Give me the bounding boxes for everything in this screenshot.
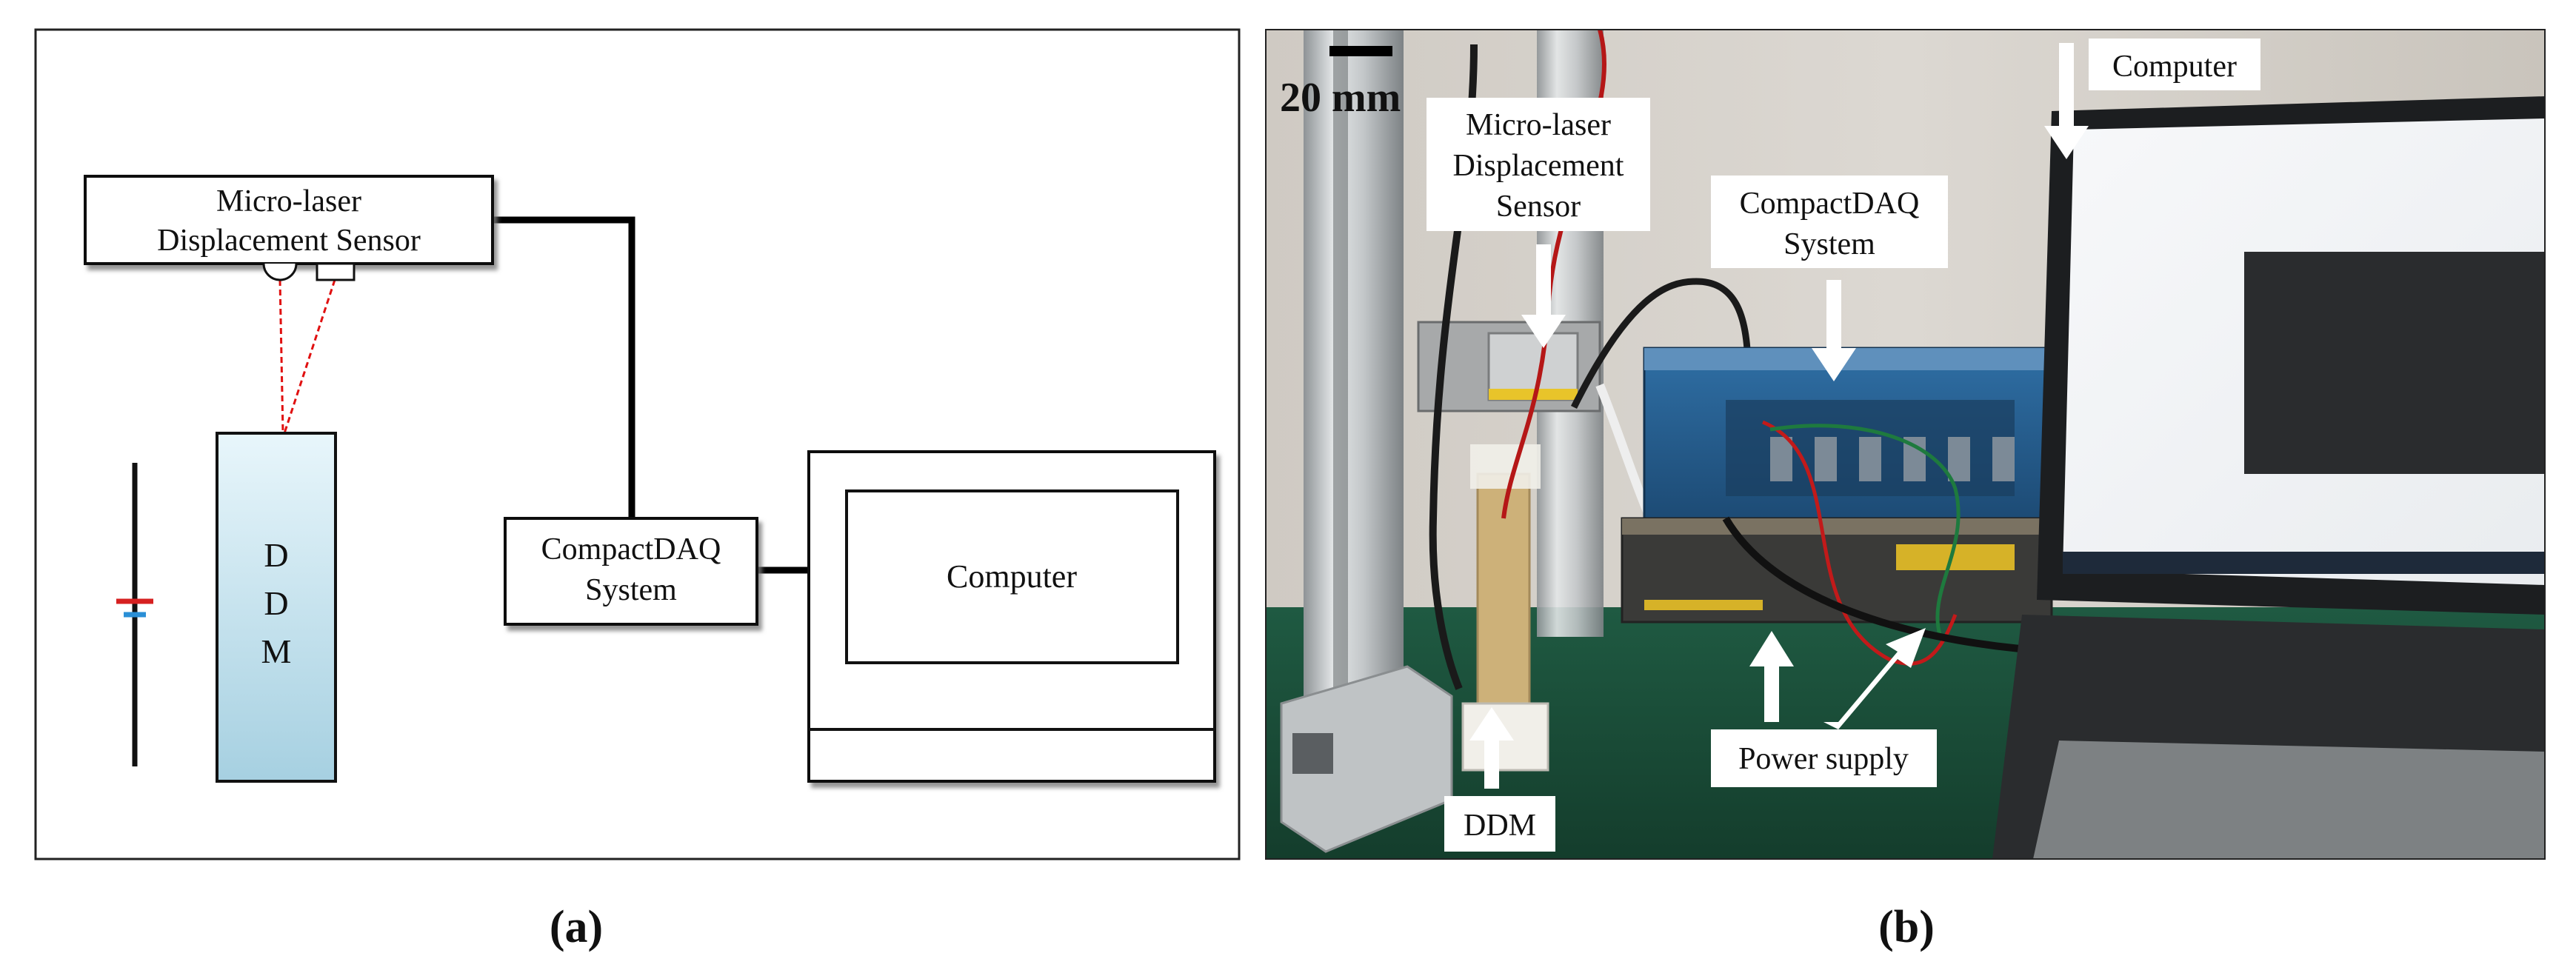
daq-label-line-2: System	[585, 573, 677, 607]
arrow-sensor	[1521, 244, 1566, 348]
photo-power-label: Power supply	[1738, 742, 1909, 776]
laser-beam-reflected	[283, 279, 336, 434]
label-micro-laser-sensor: Micro-laser Displacement Sensor	[1427, 98, 1650, 231]
laser-emitter	[262, 263, 298, 281]
arrow-ddm	[1469, 707, 1514, 789]
compactdaq-box: CompactDAQ System	[504, 517, 758, 626]
label-ddm-photo: DDM	[1444, 796, 1555, 852]
label-power-supply: Power supply	[1711, 729, 1937, 787]
scale-bar-label: 20 mm	[1280, 75, 1401, 121]
arrow-power-supply-left	[1749, 631, 1794, 722]
ddm-block: D D M	[216, 432, 337, 783]
cable-green	[1769, 424, 1961, 638]
micro-laser-sensor-box: Micro-laser Displacement Sensor	[84, 175, 494, 281]
cable-red-2	[1762, 420, 1958, 666]
arrow-daq	[1812, 280, 1856, 381]
sensor-label-line-2: Displacement Sensor	[157, 224, 421, 258]
ddm-letter-1: D	[264, 536, 288, 574]
photo-computer-label: Computer	[2112, 50, 2237, 84]
photo-sensor-label-line-3: Sensor	[1496, 190, 1581, 224]
photo-sensor-label-line-1: Micro-laser	[1466, 108, 1611, 142]
panel-b-frame	[1265, 29, 2546, 860]
scale-bar: 20 mm	[1280, 46, 1401, 121]
panel-a: Micro-laser Displacement Sensor D D M Co…	[34, 28, 1241, 860]
ddm-letter-3: M	[261, 632, 292, 670]
laser-beam	[278, 279, 284, 434]
caption-b: (b)	[1878, 902, 1935, 952]
computer-label: Computer	[947, 558, 1077, 595]
photo-daq-label-line-1: CompactDAQ	[1740, 187, 1920, 221]
ddm-letter-2: D	[264, 584, 288, 622]
caption-a: (a)	[550, 902, 603, 952]
sensor-label-line-1: Micro-laser	[216, 184, 361, 218]
daq-label-line-1: CompactDAQ	[541, 532, 721, 566]
photo-daq-label-line-2: System	[1783, 227, 1875, 261]
arrow-power-supply-right	[1823, 628, 1926, 729]
computer-screen	[845, 489, 1179, 664]
photo-sensor-label-line-2: Displacement	[1453, 149, 1624, 183]
photo-ddm-label: DDM	[1464, 809, 1536, 843]
cable-black-3	[1722, 516, 2060, 655]
arrow-computer	[2044, 43, 2089, 159]
computer-drawing: Computer	[807, 450, 1216, 783]
scale-bar-line	[1329, 46, 1392, 56]
laser-receiver	[316, 262, 356, 281]
sensor-daq-cable	[493, 216, 635, 518]
label-compactdaq: CompactDAQ System	[1711, 176, 1948, 268]
label-computer-photo: Computer	[2089, 39, 2260, 90]
aluminium-post-left	[1304, 30, 1404, 792]
cable-black-2	[1570, 278, 1752, 410]
